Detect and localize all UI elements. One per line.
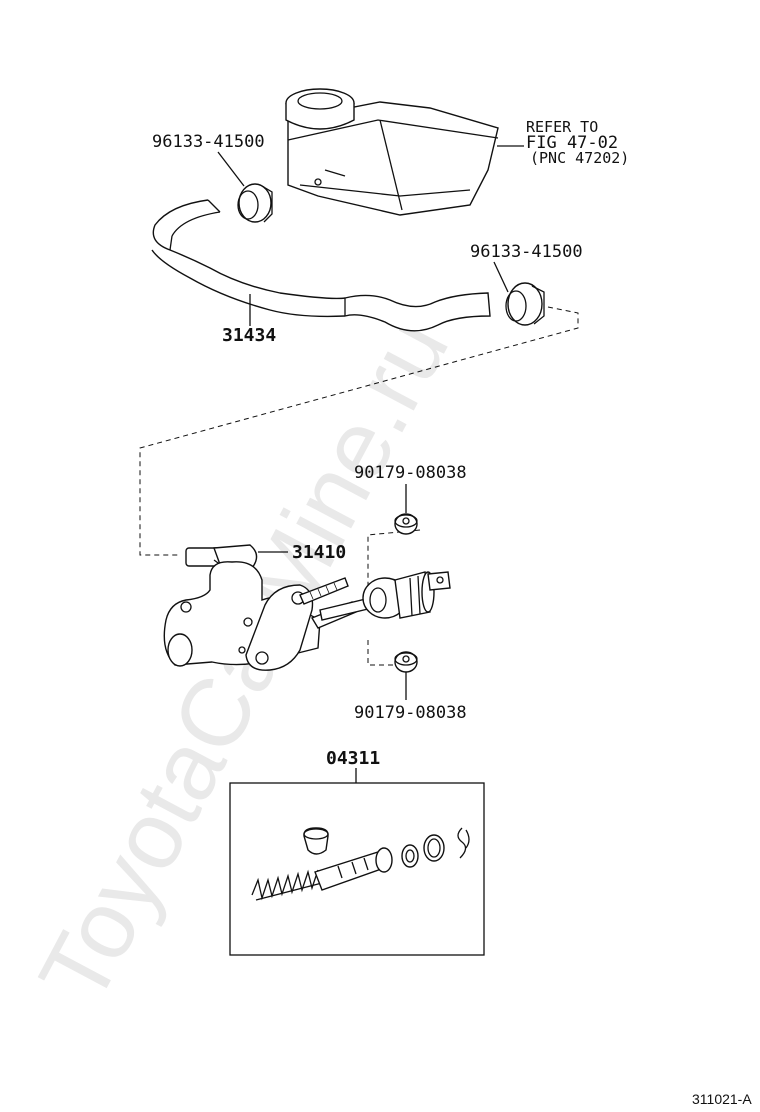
label-refer-line3: (PNC 47202) xyxy=(530,149,629,167)
label-refer-line2: FIG 47-02 xyxy=(526,133,618,153)
lower-clamp[interactable] xyxy=(505,282,545,326)
label-nut-lower: 90179-08038 xyxy=(354,703,467,723)
routing-dashed-lines xyxy=(139,306,579,666)
upper-nut[interactable] xyxy=(394,513,418,535)
lower-nut[interactable] xyxy=(394,651,418,673)
label-clamp-lower: 96133-41500 xyxy=(470,242,583,262)
kit-box xyxy=(229,782,485,956)
upper-clamp[interactable] xyxy=(237,183,273,223)
label-hose: 31434 xyxy=(222,325,276,346)
label-refer-line1: REFER TO xyxy=(526,118,598,136)
label-kit: 04311 xyxy=(326,748,380,769)
label-clamp-upper: 96133-41500 xyxy=(152,132,265,152)
label-nut-upper: 90179-08038 xyxy=(354,463,467,483)
diagram-code: 311021-A xyxy=(692,1091,752,1107)
clutch-master-cylinder[interactable] xyxy=(163,544,451,671)
leader-lines xyxy=(217,145,524,783)
label-master-cylinder: 31410 xyxy=(292,542,346,563)
hose[interactable] xyxy=(151,199,491,332)
kit-contents[interactable] xyxy=(251,827,470,901)
reservoir-tank[interactable] xyxy=(285,88,499,216)
